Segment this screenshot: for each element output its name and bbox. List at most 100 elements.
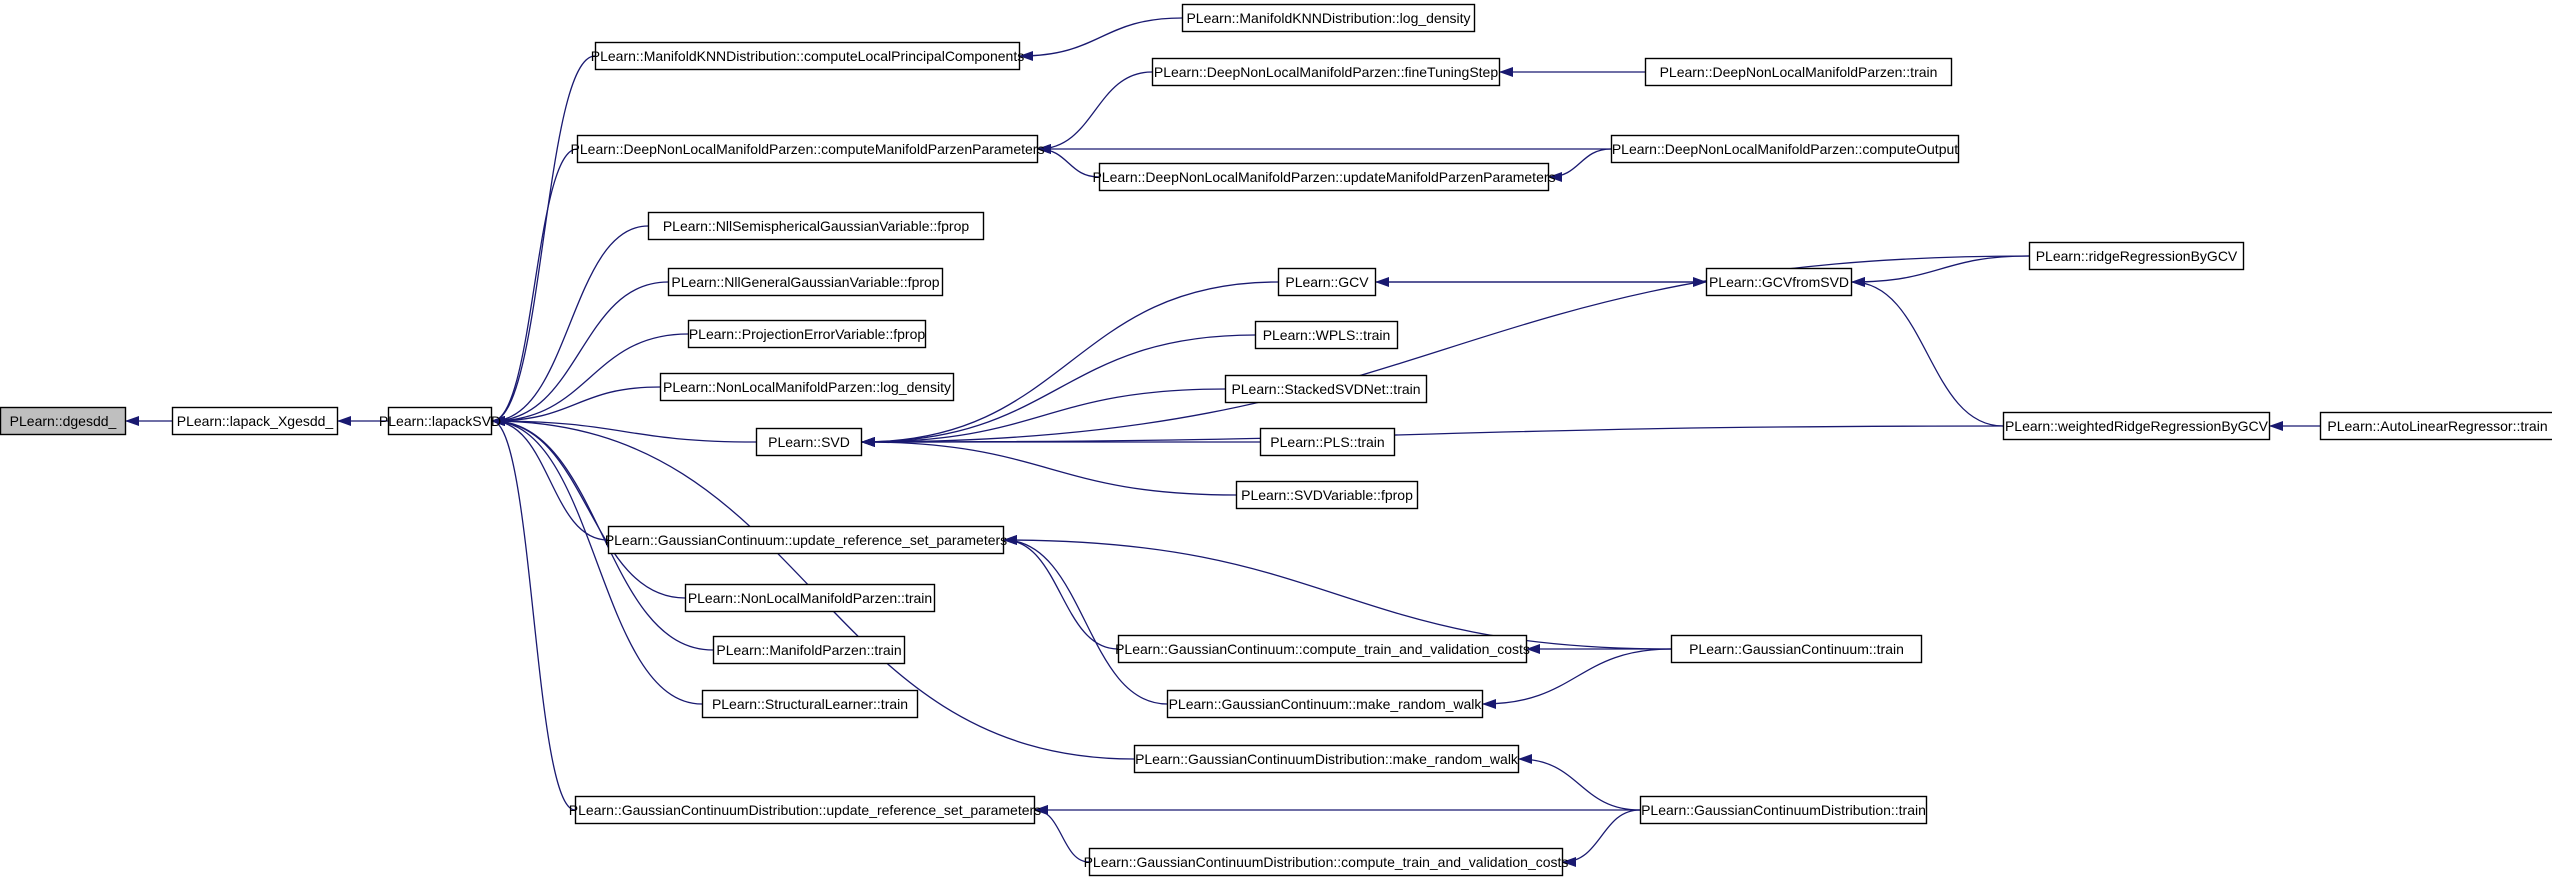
node-label: PLearn::DeepNonLocalManifoldParzen::comp… (1612, 141, 1958, 157)
node-box (1639, 795, 1928, 825)
node-box (1117, 634, 1528, 664)
node-label: PLearn::GaussianContinuum::compute_train… (1115, 641, 1530, 657)
node-label: PLearn::StackedSVDNet::train (1231, 381, 1420, 397)
edge-wridge-to-svd (861, 425, 2004, 447)
node-box (2319, 411, 2552, 441)
node-label: PLearn::GCVfromSVD (1709, 274, 1849, 290)
node-gcd_ursp[interactable]: PLearn::GaussianContinuumDistribution::u… (569, 795, 1041, 825)
node-nlmp_train[interactable]: PLearn::NonLocalManifoldParzen::train (684, 583, 936, 613)
node-gcd_train[interactable]: PLearn::GaussianContinuumDistribution::t… (1639, 795, 1928, 825)
node-xgesdd[interactable]: PLearn::lapack_Xgesdd_ (171, 406, 339, 436)
node-label: PLearn::GaussianContinuumDistribution::m… (1135, 751, 1519, 767)
node-dgesdd[interactable]: PLearn::dgesdd_ (0, 406, 127, 436)
node-box (1644, 57, 1953, 87)
node-box (701, 689, 919, 719)
node-ridge[interactable]: PLearn::ridgeRegressionByGCV (2028, 241, 2245, 271)
node-dnlmp_train[interactable]: PLearn::DeepNonLocalManifoldParzen::trai… (1644, 57, 1953, 87)
node-box (1088, 847, 1564, 877)
node-gc_mrw[interactable]: PLearn::GaussianContinuum::make_random_w… (1166, 689, 1484, 719)
node-sl_train[interactable]: PLearn::StructuralLearner::train (701, 689, 919, 719)
node-label: PLearn::DeepNonLocalManifoldParzen::upda… (1092, 169, 1555, 185)
node-projerr[interactable]: PLearn::ProjectionErrorVariable::fprop (687, 319, 927, 349)
node-nlmp_logd[interactable]: PLearn::NonLocalManifoldParzen::log_dens… (659, 372, 955, 402)
node-gcd_ctvc[interactable]: PLearn::GaussianContinuumDistribution::c… (1084, 847, 1569, 877)
node-box (712, 635, 906, 665)
node-lapackSVD[interactable]: PLearn::lapackSVD (379, 406, 501, 436)
node-wpls[interactable]: PLearn::WPLS::train (1254, 320, 1399, 350)
node-wridge[interactable]: PLearn::weightedRidgeRegressionByGCV (2002, 411, 2271, 441)
node-dnlmp_cmpp[interactable]: PLearn::DeepNonLocalManifoldParzen::comp… (571, 134, 1045, 164)
node-gc_ctvc[interactable]: PLearn::GaussianContinuum::compute_train… (1115, 634, 1530, 664)
node-gcv[interactable]: PLearn::GCV (1277, 267, 1377, 297)
node-box (171, 406, 339, 436)
edge-dnlmp_cmpp-to-lapackSVD (491, 148, 578, 426)
node-label: PLearn::DeepNonLocalManifoldParzen::fine… (1154, 64, 1498, 80)
node-stacked[interactable]: PLearn::StackedSVDNet::train (1224, 374, 1428, 404)
node-label: PLearn::AutoLinearRegressor::train (2327, 418, 2547, 434)
node-label: PLearn::ridgeRegressionByGCV (2036, 248, 2238, 264)
edge-nlmp_logd-to-lapackSVD (491, 386, 661, 426)
node-label: PLearn::lapack_Xgesdd_ (177, 413, 334, 429)
nodes-layer: PLearn::dgesdd_PLearn::lapack_Xgesdd_PLe… (0, 3, 2552, 877)
edge-gc_ctvc-to-gc_ursp (1003, 535, 1119, 650)
node-box (1133, 744, 1520, 774)
node-label: PLearn::StructuralLearner::train (712, 696, 908, 712)
node-label: PLearn::ManifoldKNNDistribution::compute… (591, 48, 1024, 64)
node-box (576, 134, 1039, 164)
node-box (1670, 634, 1923, 664)
edge-gcd_ursp-to-lapackSVD (491, 416, 576, 811)
node-box (1235, 480, 1419, 510)
node-dnlmp_fts[interactable]: PLearn::DeepNonLocalManifoldParzen::fine… (1151, 57, 1501, 87)
edge-projerr-to-lapackSVD (491, 333, 689, 426)
node-label: PLearn::GaussianContinuum::update_refere… (605, 532, 1007, 548)
node-box (755, 427, 863, 457)
node-gcvfromsvd[interactable]: PLearn::GCVfromSVD (1705, 267, 1853, 297)
node-label: PLearn::GaussianContinuumDistribution::u… (569, 802, 1041, 818)
edge-stacked-to-svd (861, 388, 1226, 447)
node-label: PLearn::ProjectionErrorVariable::fprop (689, 326, 926, 342)
node-nllgen[interactable]: PLearn::NllGeneralGaussianVariable::fpro… (667, 267, 944, 297)
node-gcd_mrw[interactable]: PLearn::GaussianContinuumDistribution::m… (1133, 744, 1520, 774)
node-mknn_logd[interactable]: PLearn::ManifoldKNNDistribution::log_den… (1181, 3, 1476, 33)
edge-mknn_logd-to-mknn_clpc (1019, 17, 1183, 61)
node-pls[interactable]: PLearn::PLS::train (1259, 427, 1396, 457)
node-svdvar[interactable]: PLearn::SVDVariable::fprop (1235, 480, 1419, 510)
node-label: PLearn::dgesdd_ (10, 413, 117, 429)
edge-dnlmp_umpp-to-dnlmp_cmpp (1037, 144, 1100, 178)
edge-gc_ursp-to-lapackSVD (491, 416, 609, 541)
node-dnlmp_umpp[interactable]: PLearn::DeepNonLocalManifoldParzen::upda… (1092, 162, 1556, 192)
edge-svd-to-lapackSVD (491, 416, 757, 443)
node-label: PLearn::DeepNonLocalManifoldParzen::trai… (1660, 64, 1938, 80)
node-label: PLearn::NllSemisphericalGaussianVariable… (663, 218, 970, 234)
node-label: PLearn::ManifoldKNNDistribution::log_den… (1186, 10, 1470, 26)
node-label: PLearn::GaussianContinuumDistribution::c… (1084, 854, 1569, 870)
node-dnlmp_co[interactable]: PLearn::DeepNonLocalManifoldParzen::comp… (1610, 134, 1960, 164)
edge-dnlmp_co-to-dnlmp_umpp (1548, 148, 1612, 182)
node-box (647, 211, 985, 241)
node-box (607, 525, 1005, 555)
node-svd[interactable]: PLearn::SVD (755, 427, 863, 457)
node-gc_train[interactable]: PLearn::GaussianContinuum::train (1670, 634, 1923, 664)
node-box (387, 406, 493, 436)
node-label: PLearn::SVDVariable::fprop (1241, 487, 1413, 503)
edge-gcd_train-to-gcd_ctvc (1562, 809, 1641, 867)
node-box (1277, 267, 1377, 297)
edge-gcv-to-svd (861, 281, 1279, 447)
node-label: PLearn::PLS::train (1270, 434, 1384, 450)
edge-ridge-to-gcvfromsvd (1851, 255, 2030, 287)
node-autolin[interactable]: PLearn::AutoLinearRegressor::train (2319, 411, 2552, 441)
node-box (2002, 411, 2271, 441)
node-gc_ursp[interactable]: PLearn::GaussianContinuum::update_refere… (605, 525, 1007, 555)
node-label: PLearn::SVD (768, 434, 850, 450)
node-box (659, 372, 955, 402)
edge-gc_train-to-gc_mrw (1482, 648, 1672, 709)
node-box (574, 795, 1036, 825)
node-box (1098, 162, 1550, 192)
node-nllsemi[interactable]: PLearn::NllSemisphericalGaussianVariable… (647, 211, 985, 241)
node-box (0, 406, 127, 436)
node-mknn_clpc[interactable]: PLearn::ManifoldKNNDistribution::compute… (591, 41, 1024, 71)
node-label: PLearn::GaussianContinuumDistribution::t… (1641, 802, 1926, 818)
node-label: PLearn::WPLS::train (1263, 327, 1391, 343)
node-mp_train[interactable]: PLearn::ManifoldParzen::train (712, 635, 906, 665)
